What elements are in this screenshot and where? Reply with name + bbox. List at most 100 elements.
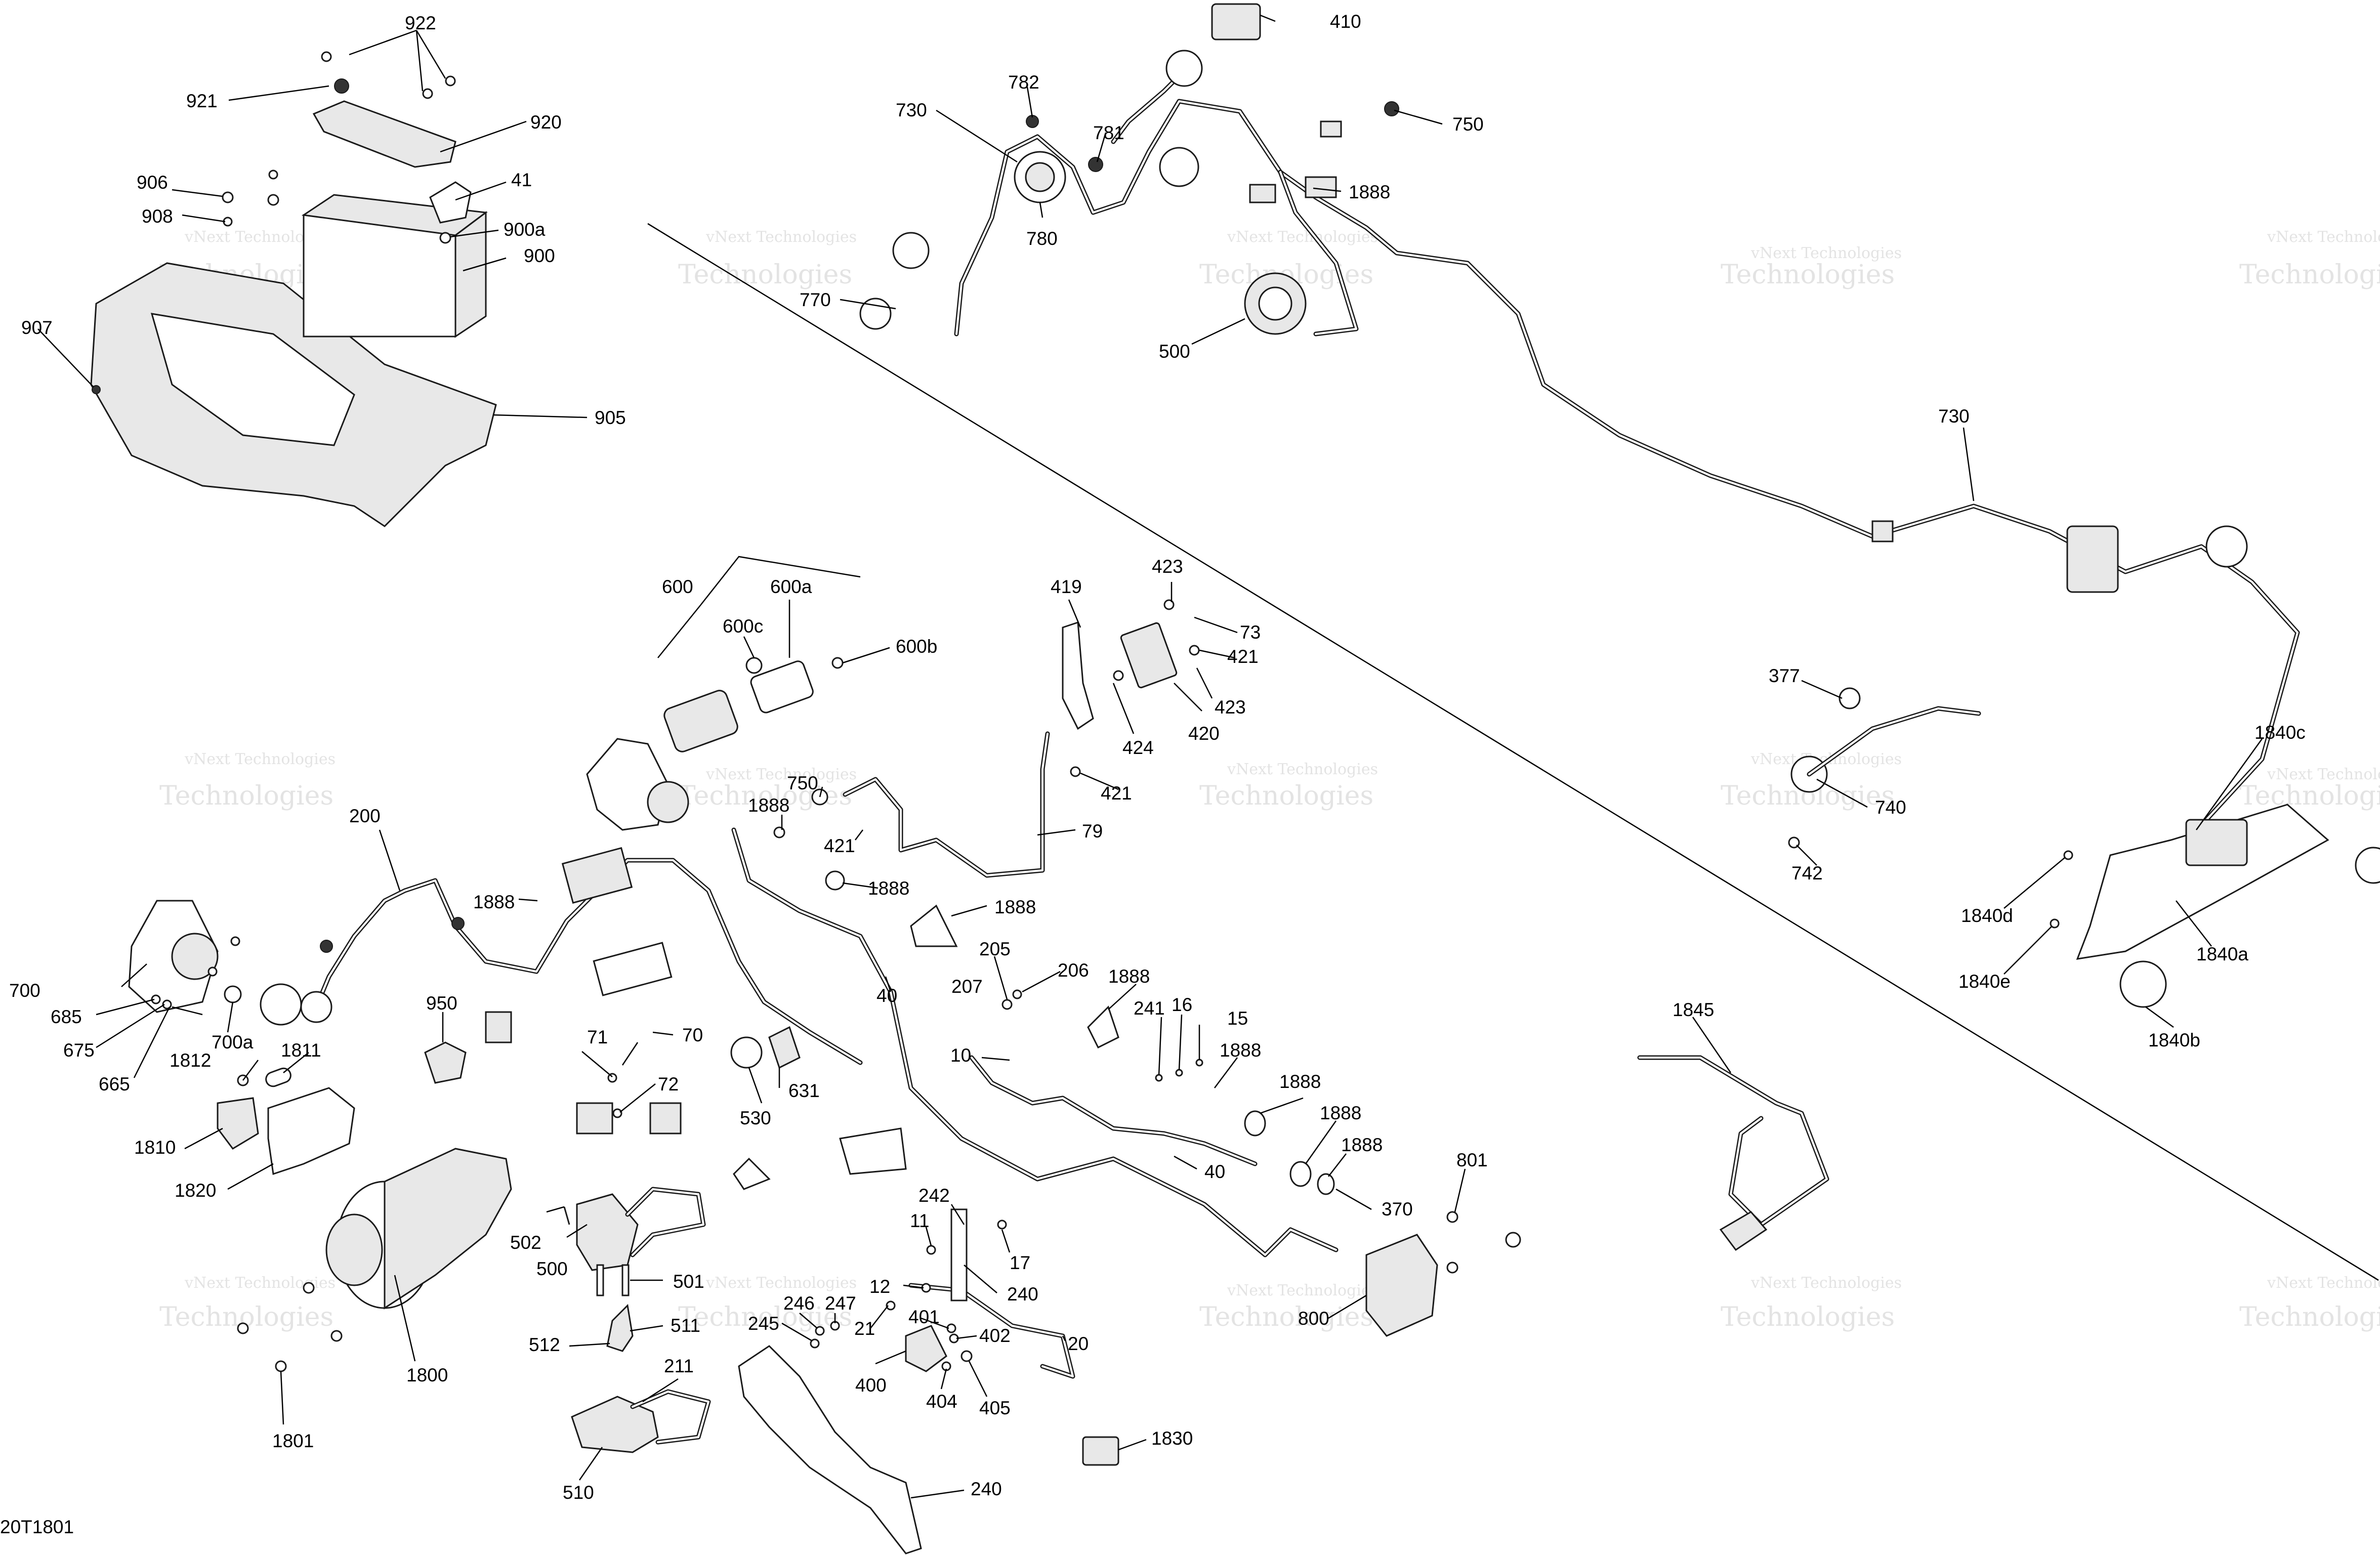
label-1888: 1888 [1220, 1040, 1261, 1061]
bolt-21 [886, 1300, 896, 1311]
label-420: 420 [1188, 723, 1220, 744]
label-750: 750 [787, 773, 818, 793]
winch-body [384, 1148, 512, 1310]
label-72: 72 [658, 1074, 679, 1095]
watermark-text: Technologies [678, 260, 852, 290]
label-200: 200 [349, 806, 381, 826]
label-12: 12 [869, 1276, 890, 1297]
label-71: 71 [587, 1027, 608, 1047]
nut [1189, 645, 1200, 656]
label-370: 370 [1382, 1199, 1413, 1220]
label-1812: 1812 [170, 1050, 211, 1071]
connector [1165, 50, 1203, 87]
watermark-text: vNext Technologies [1750, 1274, 1902, 1292]
label-211: 211 [664, 1356, 694, 1376]
label-206: 206 [1058, 960, 1089, 981]
module [2066, 525, 2119, 593]
clip [1088, 157, 1103, 172]
rear-bracket-group [1637, 687, 2380, 1251]
label-73: 73 [1240, 622, 1261, 643]
frame-bracket-240 [738, 1345, 922, 1554]
bracket-242 [950, 1208, 968, 1301]
label-675: 675 [63, 1040, 95, 1061]
watermark-text: vNext Technologies [1227, 1282, 1378, 1299]
label-377: 377 [1769, 665, 1800, 686]
label-600a: 600a [770, 576, 812, 597]
battery-hold-down-strap [312, 100, 456, 168]
label-781: 781 [1093, 122, 1124, 143]
bolt-17 [997, 1220, 1007, 1230]
leader-lines [37, 14, 2263, 1499]
connector [1305, 176, 1337, 198]
bolt [1384, 101, 1399, 116]
bolt-11 [926, 1245, 936, 1255]
bolt-246 [815, 1326, 825, 1336]
label-423: 423 [1152, 556, 1183, 577]
grommet [825, 870, 845, 891]
label-207: 207 [951, 976, 983, 997]
label-1888: 1888 [748, 795, 789, 816]
label-16: 16 [1172, 994, 1192, 1015]
actuator-510 [571, 1396, 659, 1453]
label-502: 502 [510, 1232, 541, 1253]
nut-423 [1163, 599, 1175, 610]
bolt-72 [612, 1108, 622, 1118]
watermark-text: vNext Technologies [705, 766, 857, 783]
label-1840d: 1840d [1961, 905, 2013, 926]
connector [649, 1102, 682, 1134]
cable-79 [843, 731, 1050, 878]
watermark-text: vNext Technologies [705, 1274, 857, 1292]
gauge-connector [745, 657, 763, 674]
bolt [330, 1330, 343, 1342]
rear-harness-group [859, 3, 2300, 822]
screw [230, 936, 240, 946]
bolt-421 [1070, 766, 1081, 777]
spring-16 [1175, 1069, 1183, 1077]
bulb-700a [224, 985, 242, 1003]
bolt [1446, 1262, 1458, 1274]
cable-tie [910, 904, 958, 947]
label-240: 240 [971, 1479, 1002, 1499]
label-700: 700 [9, 980, 40, 1001]
label-1801: 1801 [272, 1431, 314, 1451]
watermark-text: vNext Technologies [705, 228, 857, 246]
connector [1719, 1211, 1768, 1251]
winch-mount-bracket [267, 1087, 355, 1175]
label-600: 600 [662, 576, 693, 597]
clamp [1244, 1110, 1266, 1137]
label-1810: 1810 [134, 1137, 176, 1158]
watermark-text: vNext Technologies [2267, 766, 2380, 783]
label-600b: 600b [896, 636, 937, 657]
label-1888: 1888 [1349, 182, 1390, 202]
nut [334, 78, 349, 94]
label-900: 900 [524, 245, 555, 266]
bolt [422, 88, 433, 99]
connector [485, 1011, 512, 1043]
label-1840a: 1840a [2196, 944, 2248, 964]
bolt-501 [596, 1264, 604, 1296]
gauge-bezel [750, 660, 814, 713]
label-41: 41 [511, 170, 532, 190]
pin-502 [563, 1206, 570, 1225]
label-921: 921 [186, 91, 218, 111]
label-1888: 1888 [868, 878, 909, 899]
switch-950 [424, 1041, 467, 1084]
watermark-text: Technologies [2239, 1302, 2380, 1332]
label-240: 240 [1007, 1284, 1038, 1305]
headlight-cap [260, 983, 302, 1026]
module-420 [1120, 622, 1178, 689]
relay-1830 [1082, 1436, 1119, 1466]
connector [1249, 184, 1276, 203]
label-1888: 1888 [473, 892, 515, 912]
watermark-text: vNext Technologies [2267, 1274, 2380, 1292]
label-245: 245 [748, 1313, 779, 1334]
label-685: 685 [51, 1006, 82, 1027]
label-740: 740 [1875, 797, 1906, 818]
label-900a: 900a [504, 219, 546, 240]
terminal-nut [439, 232, 451, 244]
watermark-text: vNext Technologies [1227, 761, 1378, 778]
label-920: 920 [530, 112, 562, 133]
section-divider-line [647, 223, 2379, 1281]
label-908: 908 [142, 206, 173, 227]
